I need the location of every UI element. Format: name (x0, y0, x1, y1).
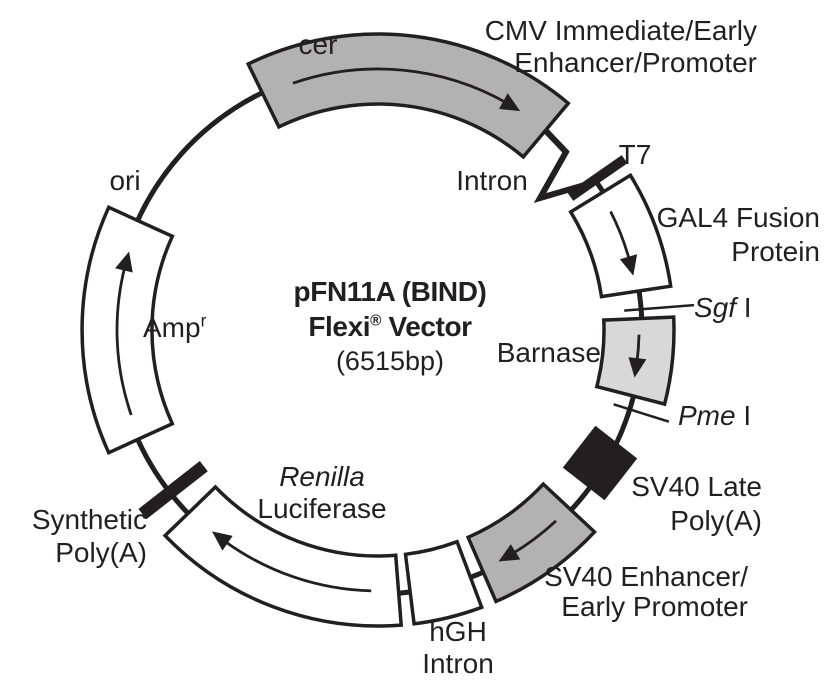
label-cer-text: cer (298, 29, 338, 60)
cmv-enhancer-promoter-arrowhead-icon (499, 93, 521, 112)
renilla-luciferase-segment (162, 484, 404, 628)
hgh-intron-segment (403, 539, 484, 626)
plasmid-name-line2-rest: Vector (381, 311, 472, 342)
renilla-luciferase-arrowhead-icon (212, 531, 233, 551)
label-gal4-fusion-protein-text: Protein (731, 236, 820, 267)
label-renilla-luciferase-text: Renilla (279, 461, 365, 492)
label-synthetic-polya-text: Poly(A) (55, 537, 147, 568)
plasmid-title: pFN11A (BIND) Flexi® Vector (6515bp) (294, 274, 487, 379)
registered-trademark-symbol: ® (370, 312, 382, 330)
t7-promoter-bar (567, 155, 628, 201)
label-sgf1-site: Sgf I (694, 292, 752, 324)
plasmid-name-line1: pFN11A (BIND) (293, 276, 487, 307)
label-barnase-text: Barnase (496, 337, 601, 368)
label-gal4-fusion-protein-text: GAL4 Fusion (656, 202, 820, 233)
label-ori-text: ori (109, 165, 141, 196)
label-synthetic-polya-text: Synthetic (31, 504, 147, 535)
label-sgf1-site-text: Sgf (694, 292, 737, 323)
amp-resistance-arrow (115, 265, 133, 416)
plasmid-name-line2: Flexi® Vector (294, 309, 487, 344)
sgf1-site-tick (624, 303, 695, 312)
plasmid-size: (6515bp) (335, 346, 445, 376)
intron-splice-zigzag (533, 128, 589, 203)
barnase-arrowhead-icon (628, 357, 647, 378)
label-hgh-intron-text: hGH (429, 616, 487, 647)
label-sv40-late-polya-text: Poly(A) (670, 505, 762, 536)
label-t7-promoter: T7 (619, 139, 652, 171)
label-sv40-late-polya-text: SV40 Late (631, 471, 762, 502)
label-amp-resistance: Ampr (143, 312, 206, 344)
label-hgh-intron-text: Intron (422, 648, 494, 679)
synthetic-polya-bar (138, 460, 208, 520)
amp-resistance-segment (80, 204, 175, 456)
renilla-luciferase-arrow (223, 539, 372, 593)
amp-resistance-arrowhead-icon (115, 251, 133, 273)
label-sv40-enhancer-early-promoter: SV40 Enhancer/Early Promoter (544, 562, 748, 622)
label-amp-resistance-text: Amp (143, 312, 201, 343)
label-renilla-luciferase-text: Luciferase (257, 493, 387, 524)
cmv-enhancer-promoter-segment (245, 32, 571, 160)
label-t7-promoter-text: T7 (618, 139, 652, 170)
label-amp-resistance-text: r (200, 310, 207, 331)
sv40-late-polya-block (562, 425, 638, 501)
cmv-enhancer-promoter-arrow (292, 67, 508, 105)
label-sv40-enhancer-early-promoter-text: Early Promoter (561, 591, 748, 622)
label-pme1-site-text: I (735, 400, 752, 431)
label-chimeric-intron: Intron (456, 165, 528, 197)
label-cmv-enhancer-promoter-text: CMV Immediate/Early (484, 15, 757, 46)
label-cer: cer (299, 29, 338, 61)
pme1-site-tick (613, 403, 670, 423)
label-pme1-site-text: Pme (678, 400, 736, 431)
label-cmv-enhancer-promoter-text: Enhancer/Promoter (514, 47, 757, 78)
sv40-enhancer-early-promoter-arrowhead-icon (498, 544, 521, 562)
label-barnase: Barnase (497, 337, 601, 369)
label-pme1-site: Pme I (678, 400, 751, 432)
gal4-fusion-protein-arrowhead-icon (619, 254, 638, 276)
plasmid-name-line2-text: Flexi (308, 311, 371, 342)
label-sv40-enhancer-early-promoter-text: SV40 Enhancer/ (544, 561, 748, 592)
label-chimeric-intron-text: Intron (456, 165, 528, 196)
label-ori: ori (109, 165, 140, 197)
label-sgf1-site-text: I (736, 292, 752, 323)
